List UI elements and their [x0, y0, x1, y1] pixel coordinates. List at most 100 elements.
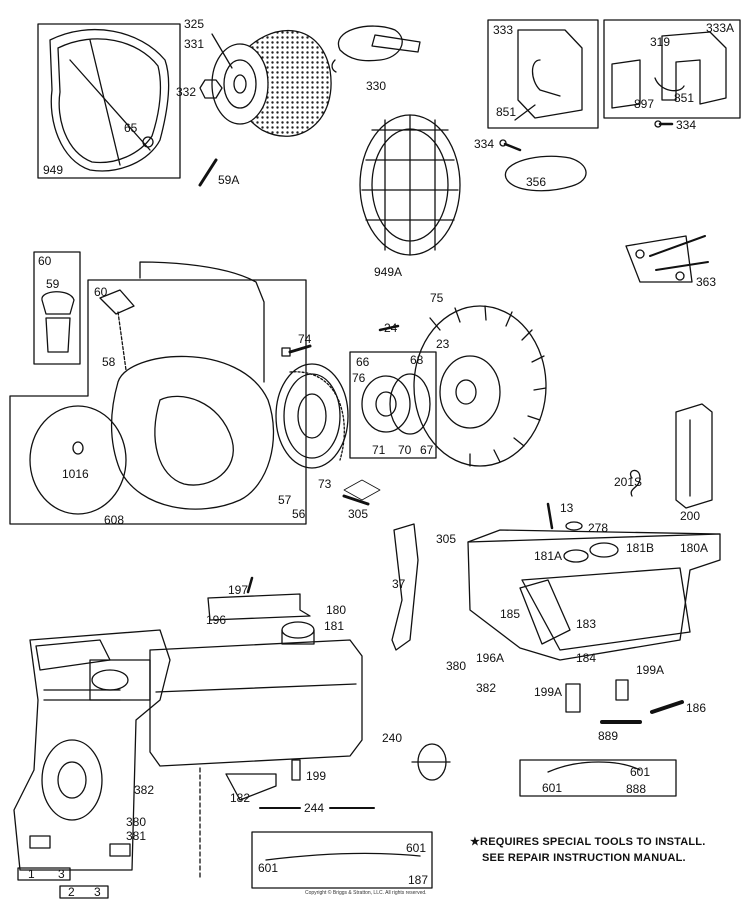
- label-71: 71: [372, 443, 386, 457]
- part-333A-armature-box: [603, 19, 741, 119]
- label-1016: 1016: [62, 467, 89, 481]
- part-356-ground-wire: [504, 155, 587, 192]
- label-380: 380: [446, 659, 467, 673]
- label-3: 3: [58, 867, 65, 881]
- part-200-bracket: [629, 403, 713, 509]
- part-59A-pin: [198, 158, 218, 187]
- part-187-fuel-line-box: [251, 831, 433, 889]
- label-196: 196: [206, 613, 227, 627]
- label-186: 186: [686, 701, 707, 715]
- label-601-b: 601: [630, 765, 651, 779]
- label-67: 67: [420, 443, 434, 457]
- note-line-2: SEE REPAIR INSTRUCTION MANUAL.: [482, 852, 686, 864]
- label-333A: 333A: [706, 21, 735, 35]
- label-181B: 181B: [626, 541, 655, 555]
- label-70: 70: [398, 443, 412, 457]
- label-331: 331: [184, 37, 205, 51]
- label-851: 851: [496, 105, 517, 119]
- label-601-d: 601: [406, 841, 427, 855]
- label-181: 181: [324, 619, 345, 633]
- label-60: 60: [94, 285, 108, 299]
- label-601-c: 601: [258, 861, 279, 875]
- label-608: 608: [104, 513, 125, 527]
- part-180-fuel-tank: [149, 576, 363, 767]
- label-201S: 201S: [614, 475, 643, 489]
- part-75-flywheel: [413, 305, 547, 467]
- part-608-rewind-starter-box: [9, 261, 307, 525]
- label-200: 200: [680, 509, 701, 523]
- label-199A-b: 199A: [636, 663, 665, 677]
- special-tools-note: ★REQUIRES SPECIAL TOOLS TO INSTALL. SEE …: [470, 834, 705, 866]
- label-601: 601: [542, 781, 563, 795]
- part-949-rotating-screen-box: [37, 23, 181, 179]
- part-333-armature-box: [487, 19, 599, 129]
- note-line-1: ★REQUIRES SPECIAL TOOLS TO INSTALL.: [470, 836, 706, 848]
- label-57: 57: [278, 493, 292, 507]
- label-325: 325: [184, 17, 205, 31]
- part-325-rotating-screen: [199, 29, 332, 137]
- part-949A-blower-housing: [359, 114, 461, 256]
- part-engine-block: [13, 629, 171, 871]
- label-180: 180: [326, 603, 347, 617]
- label-68: 68: [410, 353, 424, 367]
- part-60-handle-box: [33, 251, 81, 365]
- label-278: 278: [588, 521, 609, 535]
- label-305-b: 305: [436, 532, 457, 546]
- label-59A: 59A: [218, 173, 240, 187]
- label-949: 949: [43, 163, 64, 177]
- label-3-b: 3: [94, 885, 101, 899]
- label-897: 897: [634, 97, 655, 111]
- label-382-b: 382: [134, 783, 155, 797]
- label-37: 37: [392, 577, 406, 591]
- label-76: 76: [352, 371, 366, 385]
- part-37-bracket: [391, 523, 419, 651]
- label-356: 356: [526, 175, 547, 189]
- label-888: 888: [626, 782, 647, 796]
- label-332: 332: [176, 85, 197, 99]
- label-889: 889: [598, 729, 619, 743]
- part-180A-fuel-tank-box: [467, 529, 721, 661]
- label-182: 182: [230, 791, 251, 805]
- label-187: 187: [408, 873, 429, 887]
- label-65: 65: [124, 121, 138, 135]
- label-319: 319: [650, 35, 671, 49]
- label-240: 240: [382, 731, 403, 745]
- label-1: 1: [28, 867, 35, 881]
- label-58: 58: [102, 355, 116, 369]
- label-851-b: 851: [674, 91, 695, 105]
- label-24: 24: [384, 321, 398, 335]
- label-13: 13: [560, 501, 574, 515]
- label-180A: 180A: [680, 541, 709, 555]
- label-334: 334: [474, 137, 495, 151]
- label-185: 185: [500, 607, 521, 621]
- part-starter-pulley: [275, 363, 349, 469]
- label-949A: 949A: [374, 265, 403, 279]
- label-197: 197: [228, 583, 249, 597]
- label-381: 381: [126, 829, 147, 843]
- label-334-b: 334: [676, 118, 697, 132]
- label-330: 330: [366, 79, 387, 93]
- label-305: 305: [348, 507, 369, 521]
- label-59: 59: [46, 277, 60, 291]
- part-888-fuel-line-box: [519, 759, 677, 797]
- label-181A: 181A: [534, 549, 563, 563]
- label-74: 74: [298, 332, 312, 346]
- label-56: 56: [292, 507, 306, 521]
- copyright-text: Copyright © Briggs & Stratton, LLC. All …: [305, 890, 427, 896]
- label-244: 244: [304, 801, 325, 815]
- label-75: 75: [430, 291, 444, 305]
- label-60-box: 60: [38, 254, 52, 268]
- label-66: 66: [356, 355, 370, 369]
- part-240-fuel-filter: [411, 743, 451, 781]
- label-380-b: 380: [126, 815, 147, 829]
- part-363-bracket: [625, 235, 709, 283]
- label-196A: 196A: [476, 651, 505, 665]
- label-333: 333: [493, 23, 514, 37]
- part-66-ratchet-box: [349, 351, 437, 459]
- label-2: 2: [68, 885, 75, 899]
- label-73: 73: [318, 477, 332, 491]
- label-184: 184: [576, 651, 597, 665]
- part-330-ground-wire: [331, 25, 421, 73]
